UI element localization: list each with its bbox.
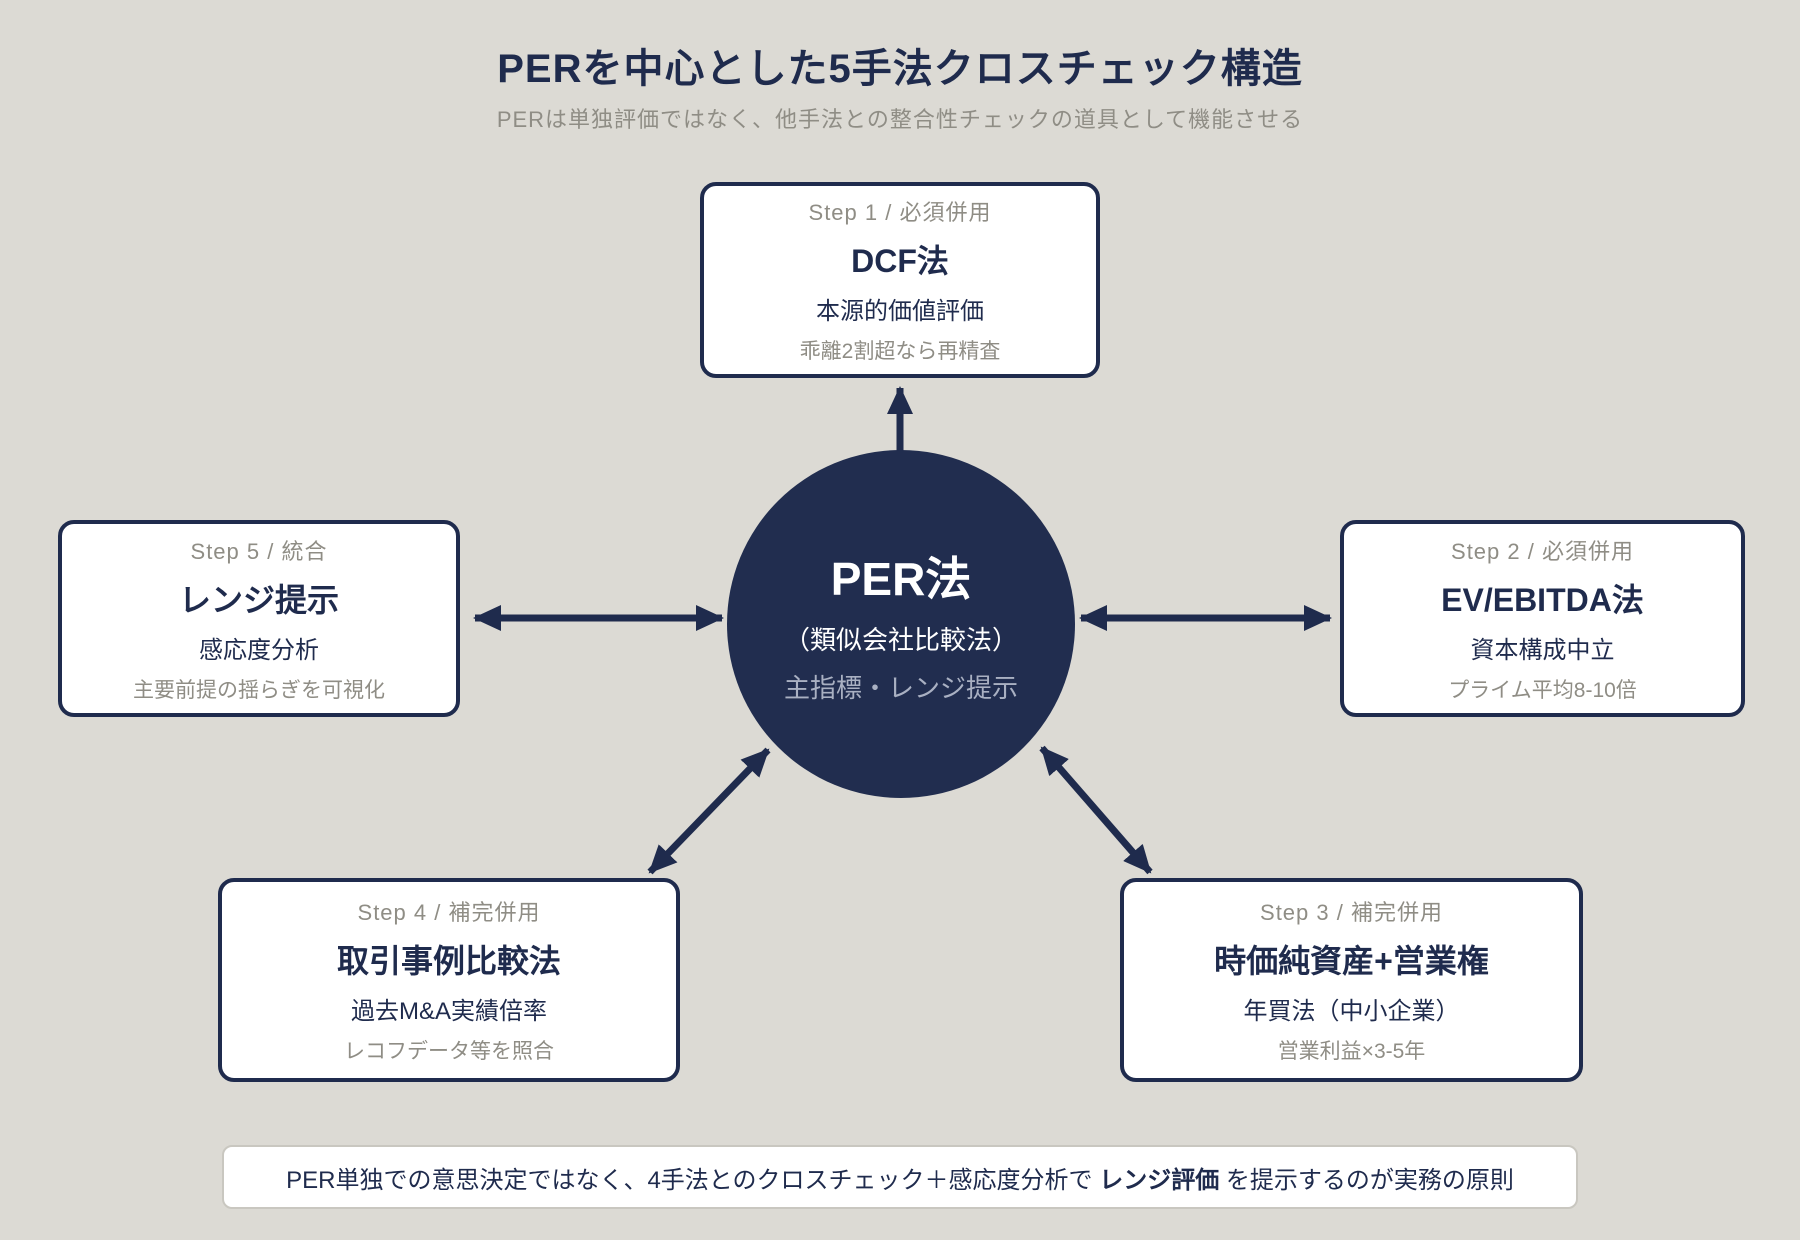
- node-note: レコフデータ等を照合: [344, 1040, 554, 1063]
- page-title: PERを中心とした5手法クロスチェック構造: [497, 47, 1303, 91]
- footer-principle-banner: PER単独での意思決定ではなく、4手法とのクロスチェック＋感応度分析で レンジ評…: [222, 1145, 1578, 1209]
- node-note: 乖離2割超なら再精査: [799, 340, 1001, 363]
- node-step-label: Step 5 / 統合: [190, 538, 328, 564]
- node-description: 感応度分析: [199, 636, 319, 664]
- node-step5-range-presentation: Step 5 / 統合 レンジ提示 感応度分析 主要前提の揺らぎを可視化: [58, 520, 460, 717]
- node-note: 主要前提の揺らぎを可視化: [133, 678, 385, 702]
- node-description: 資本構成中立: [1470, 636, 1615, 664]
- footer-text-suffix: を提示するのが実務の原則: [1219, 1166, 1514, 1194]
- center-node-title: PER法: [830, 553, 972, 605]
- footer-text-prefix: PER単独での意思決定ではなく、4手法とのクロスチェック＋感応度分析で: [286, 1166, 1100, 1194]
- arrow-center-to-transaction: [647, 747, 771, 875]
- arrow-center-to-net-asset: [1039, 745, 1153, 875]
- center-node-per: PER法 （類似会社比較法） 主指標・レンジ提示: [727, 450, 1075, 798]
- node-step-label: Step 3 / 補完併用: [1260, 900, 1443, 925]
- node-step3-net-asset-goodwill: Step 3 / 補完併用 時価純資産+営業権 年買法（中小企業） 営業利益×3…: [1120, 878, 1583, 1082]
- node-step-label: Step 2 / 必須併用: [1451, 538, 1634, 564]
- node-description: 年買法（中小企業）: [1243, 998, 1460, 1025]
- node-description: 本源的価値評価: [816, 298, 984, 325]
- node-note: 営業利益×3-5年: [1277, 1040, 1426, 1063]
- node-note: プライム平均8-10倍: [1448, 678, 1637, 702]
- node-title: レンジ提示: [178, 581, 339, 618]
- center-node-note: 主指標・レンジ提示: [783, 673, 1018, 703]
- node-step-label: Step 4 / 補完併用: [357, 900, 541, 925]
- center-node-subtitle: （類似会社比較法）: [783, 625, 1018, 655]
- node-title: DCF法: [851, 243, 949, 279]
- page-subtitle: PERは単独評価ではなく、他手法との整合性チェックの道具として機能させる: [496, 107, 1304, 132]
- node-step-label: Step 1 / 必須併用: [808, 200, 992, 225]
- node-description: 過去M&A実績倍率: [350, 998, 547, 1025]
- node-title: EV/EBITDA法: [1441, 581, 1644, 618]
- node-step1-dcf: Step 1 / 必須併用 DCF法 本源的価値評価 乖離2割超なら再精査: [700, 182, 1100, 378]
- node-title: 時価純資産+営業権: [1214, 943, 1489, 979]
- footer-text-highlight: レンジ評価: [1099, 1166, 1220, 1194]
- node-step4-transaction-comparison: Step 4 / 補完併用 取引事例比較法 過去M&A実績倍率 レコフデータ等を…: [218, 878, 680, 1082]
- node-title: 取引事例比較法: [336, 943, 561, 979]
- node-step2-ev-ebitda: Step 2 / 必須併用 EV/EBITDA法 資本構成中立 プライム平均8-…: [1340, 520, 1745, 717]
